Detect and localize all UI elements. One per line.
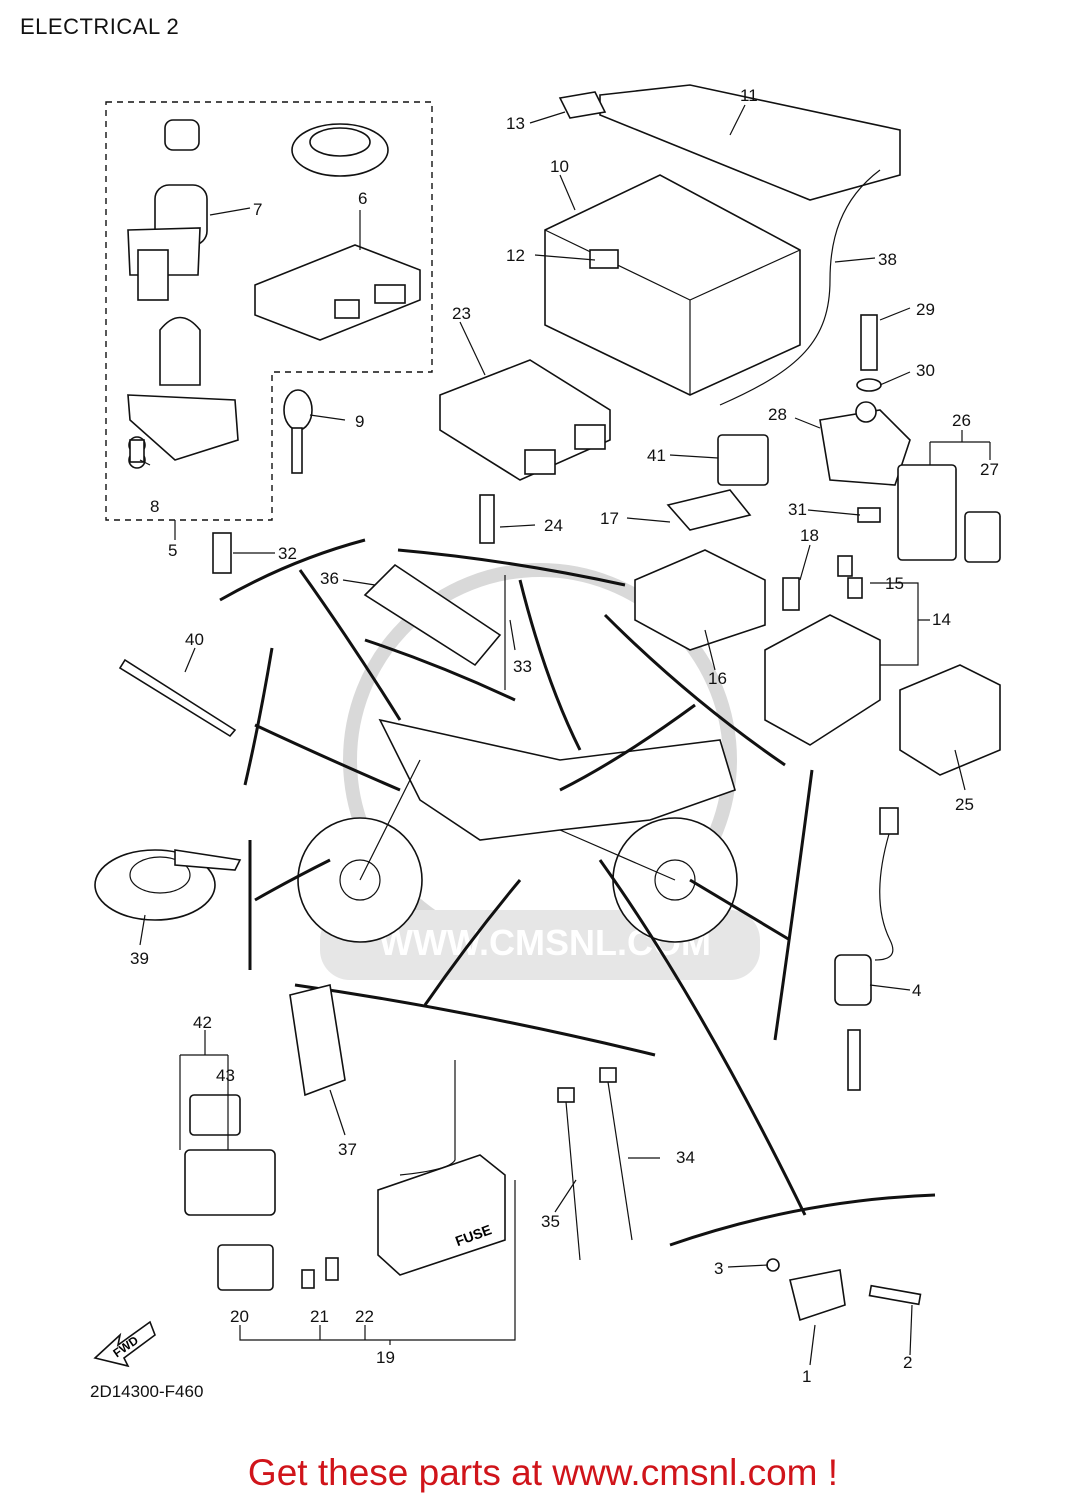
callout-24: 24 (544, 516, 563, 535)
battery-band-part[interactable] (599, 84, 901, 201)
neutral-switch-4-part[interactable] (834, 807, 899, 1091)
callout-16: 16 (708, 669, 727, 688)
battery-cable-part[interactable] (719, 169, 881, 406)
callout-27: 27 (980, 460, 999, 479)
coupler-42-part[interactable] (184, 1149, 276, 1216)
callout-11: 11 (740, 86, 758, 105)
callout-leaders (139, 104, 991, 1366)
key-blank-part[interactable] (283, 389, 313, 474)
callout-12: 12 (506, 246, 525, 265)
callout-28: 28 (768, 405, 787, 424)
page-title: ELECTRICAL 2 (20, 14, 180, 39)
callout-5: 5 (168, 541, 177, 560)
relay-27-part[interactable] (964, 511, 1001, 563)
callout-33: 33 (513, 657, 532, 676)
nut-31-part[interactable] (857, 507, 881, 523)
callout-29: 29 (916, 300, 935, 319)
main-switch-part[interactable] (127, 119, 239, 469)
control-unit-part[interactable] (439, 359, 611, 481)
callout-35: 35 (541, 1212, 560, 1231)
bolt-24-part[interactable] (479, 494, 495, 544)
relay-25-part[interactable] (899, 664, 1001, 776)
callout-37: 37 (338, 1140, 357, 1159)
bracket-16-part[interactable] (634, 549, 766, 651)
cover-36-part[interactable] (363, 563, 502, 667)
ecu-part[interactable] (254, 244, 421, 341)
callout-2: 2 (903, 1353, 912, 1372)
fwd-arrow-icon: FWD (93, 1320, 156, 1368)
callout-3: 3 (714, 1259, 723, 1278)
starter-relay-14-part[interactable] (764, 614, 881, 746)
bracket-19-line (239, 1180, 516, 1345)
callout-23: 23 (452, 304, 471, 323)
bolt-2-part[interactable] (868, 1284, 922, 1306)
diagram-code: 2D14300-F460 (90, 1382, 204, 1401)
callout-40: 40 (185, 630, 204, 649)
group-box-5 (105, 101, 433, 521)
relay-26-part[interactable] (897, 464, 957, 561)
fuse-21-part[interactable] (301, 1269, 315, 1289)
callout-labels: 1 2 3 4 5 6 7 8 9 10 11 12 13 14 15 16 1… (130, 86, 999, 1386)
callout-22: 22 (355, 1307, 374, 1326)
callout-25: 25 (955, 795, 974, 814)
callout-31: 31 (788, 500, 807, 519)
bolt-18-part[interactable] (782, 577, 800, 611)
callout-42: 42 (193, 1013, 212, 1032)
tank-cap-part[interactable] (291, 123, 389, 177)
screw-32-part[interactable] (212, 532, 232, 574)
motorcycle-outline (297, 718, 738, 943)
callout-26: 26 (952, 411, 971, 430)
battery-cover-part[interactable] (558, 91, 607, 119)
cover-17-part[interactable] (666, 489, 752, 531)
horn-39-part[interactable] (94, 849, 242, 921)
callout-30: 30 (916, 361, 935, 380)
callout-34: 34 (676, 1148, 695, 1167)
screw-8-part[interactable] (129, 439, 145, 463)
callout-15: 15 (885, 574, 904, 593)
callout-1: 1 (802, 1367, 811, 1386)
callout-36: 36 (320, 569, 339, 588)
callout-38: 38 (878, 250, 897, 269)
callout-20: 20 (230, 1307, 249, 1326)
callout-43: 43 (216, 1066, 235, 1085)
fuse-15-part[interactable] (837, 555, 863, 599)
sensor-1-part[interactable] (789, 1269, 846, 1322)
bolt-29-part[interactable] (860, 314, 878, 371)
callout-32: 32 (278, 544, 297, 563)
callout-4: 4 (912, 981, 921, 1000)
callout-10: 10 (550, 157, 569, 176)
callout-21: 21 (310, 1307, 329, 1326)
cable-tie-35-part[interactable] (557, 1087, 581, 1261)
nut-3-part[interactable] (766, 1258, 780, 1272)
callout-14: 14 (932, 610, 951, 629)
callout-18: 18 (800, 526, 819, 545)
callout-39: 39 (130, 949, 149, 968)
washer-30-part[interactable] (856, 378, 882, 392)
battery-part[interactable] (544, 174, 801, 396)
starter-relay-28-part[interactable] (819, 401, 911, 486)
callout-19: 19 (376, 1348, 395, 1367)
callout-6: 6 (358, 189, 367, 208)
callout-41: 41 (647, 446, 666, 465)
callout-13: 13 (506, 114, 525, 133)
leader-lines (219, 538, 936, 1247)
fuse-holder-20-part[interactable] (217, 1244, 274, 1291)
relay-41-part[interactable] (717, 434, 769, 486)
cable-tie-40-part[interactable] (118, 658, 237, 738)
fuse-22-part[interactable] (325, 1257, 339, 1281)
callout-7: 7 (253, 200, 262, 219)
callout-9: 9 (355, 412, 364, 431)
callout-8: 8 (150, 497, 159, 516)
holder-37-part[interactable] (289, 984, 346, 1097)
footer-link[interactable]: Get these parts at www.cmsnl.com ! (247, 1452, 839, 1493)
cable-tie-34-part[interactable] (599, 1067, 633, 1241)
callout-17: 17 (600, 509, 619, 528)
coupler-43-part[interactable] (189, 1094, 241, 1136)
fuse-box-19-part[interactable]: FUSE (377, 1060, 506, 1276)
